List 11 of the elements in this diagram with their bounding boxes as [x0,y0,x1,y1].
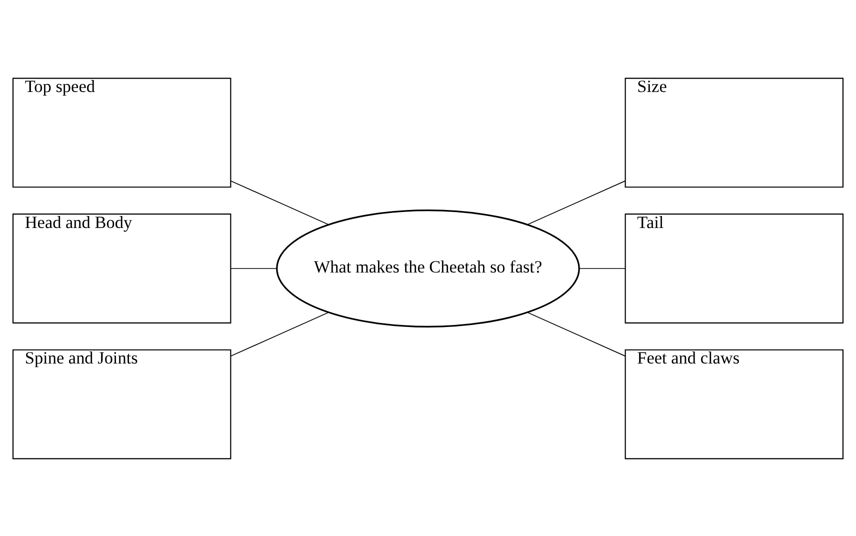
node-box: Size [624,77,844,188]
node-box: Spine and Joints [12,348,232,459]
connector [230,180,329,224]
node-box: Tail [624,213,844,323]
connector [526,311,626,356]
node-ellipse: What makes the Cheetah so fast? [276,209,580,327]
node-box: Head and Body [12,213,232,323]
node-box: Feet and claws [624,348,844,459]
node-box: Top speed [12,77,232,188]
connector [526,180,626,225]
connector [230,312,329,356]
